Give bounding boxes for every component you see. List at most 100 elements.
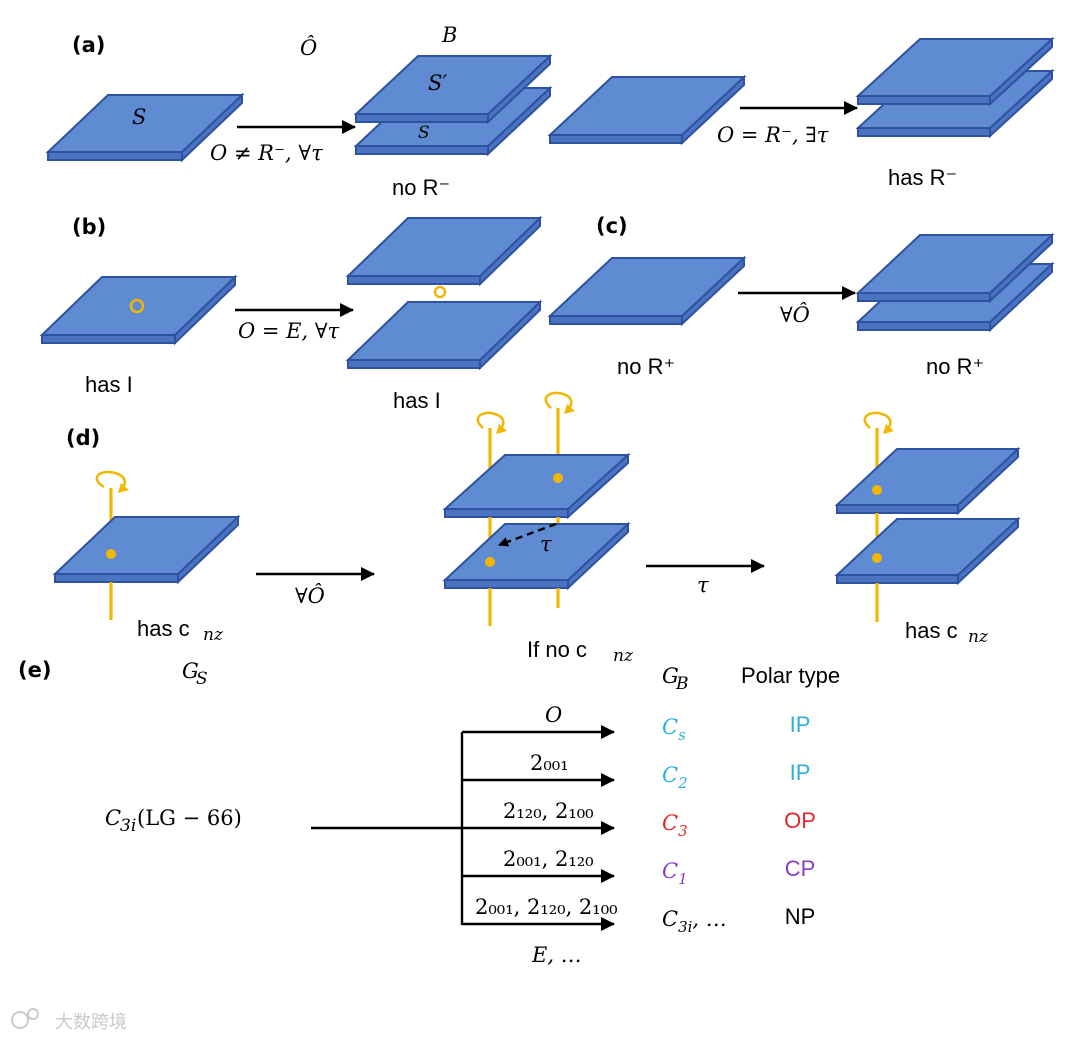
gb-header: G B	[662, 664, 689, 694]
bilayer-b-lower	[345, 299, 543, 371]
branch-operator-label: 2₀₀₁	[530, 751, 569, 775]
watermark-logo-dot-icon	[27, 1008, 39, 1020]
svg-text:has c: has c	[137, 616, 190, 641]
svg-text:If no c: If no c	[527, 637, 587, 662]
axis-r-point-upper	[872, 485, 882, 495]
layer-s-lower-label: S	[418, 123, 430, 143]
watermark-text: 大数跨境	[55, 1012, 127, 1033]
caption-d-left: has c nz	[137, 616, 224, 645]
caption-c-left: no R⁺	[617, 354, 675, 379]
watermark-logo-icon	[11, 1011, 29, 1029]
bilayer-b-upper	[345, 215, 543, 287]
polar-type-value: CP	[785, 856, 816, 881]
svg-text:nz: nz	[203, 625, 224, 645]
bilayer-d-right-upper	[834, 446, 1021, 516]
gs-header: G S	[182, 659, 208, 689]
bilayer-label: B	[441, 23, 457, 47]
bottom-label: E, …	[531, 943, 582, 967]
branch-group-label: C3i, …	[662, 907, 727, 936]
branch-operator-label: 2₀₀₁, 2₁₂₀, 2₁₀₀	[475, 895, 618, 919]
panel-d: (d) has c nz ∀Ô	[52, 391, 1021, 666]
bilayer-a-upper	[353, 53, 553, 125]
branch-operator-label: 2₀₀₁, 2₁₂₀	[503, 847, 594, 871]
layer-b-single	[39, 274, 238, 346]
caption-b-right: has I	[393, 388, 441, 413]
svg-text:B: B	[675, 674, 689, 694]
inversion-center-bilayer-icon	[433, 285, 447, 299]
branch-operator-label: O	[545, 703, 562, 727]
svg-text:G: G	[182, 659, 199, 683]
caption-has-r-minus: has R⁻	[888, 165, 957, 190]
layer-c-single	[547, 255, 747, 327]
watermark: 大数跨境	[11, 1008, 127, 1033]
panel-e: (e) G S G B Polar type C 3i (LG − 66) O C…	[18, 658, 840, 967]
branch-group-label: Cs	[662, 715, 686, 744]
caption-c-right: no R⁺	[926, 354, 984, 379]
svg-text:nz: nz	[613, 646, 634, 666]
layer-s-label: S	[132, 105, 146, 129]
arrow-b-text: O = E, ∀τ	[238, 319, 340, 343]
rotation-m1-icon	[476, 411, 505, 432]
rotation-arrowhead-icon	[118, 483, 129, 493]
rotation-r-icon	[863, 411, 892, 432]
arrow-a2-text: O = R⁻, ∃τ	[717, 123, 829, 147]
rotation-m1-arrowhead-icon	[496, 424, 507, 434]
axis-m2-point-upper	[553, 473, 563, 483]
arrow-d1-text: ∀Ô	[295, 583, 325, 608]
panel-c-label: (c)	[596, 214, 628, 238]
polar-type-value: NP	[785, 904, 816, 929]
panel-b-label: (b)	[72, 215, 106, 239]
operator-hat-label: Ô	[300, 35, 317, 60]
polar-type-value: OP	[784, 808, 816, 833]
svg-text:C: C	[105, 806, 121, 830]
layer-a-second	[547, 74, 747, 146]
rotation-r-arrowhead-icon	[883, 424, 894, 434]
axis-point	[106, 549, 116, 559]
bilayer-c-upper	[855, 232, 1055, 304]
axis-r-point-lower	[872, 553, 882, 563]
bilayer-a-right-upper	[855, 36, 1055, 107]
source-group-label: C 3i (LG − 66)	[105, 806, 242, 836]
panel-b: (b) has I O = E, ∀τ has I	[39, 215, 543, 413]
bilayer-d-right-lower	[834, 516, 1021, 586]
polar-type-value: IP	[790, 712, 811, 737]
rotation-m2-icon	[544, 391, 573, 412]
panel-a-label: (a)	[72, 33, 105, 57]
svg-text:S: S	[196, 669, 208, 689]
polar-type-value: IP	[790, 760, 811, 785]
arrow-a1-text: O ≠ R⁻, ∀τ	[210, 141, 323, 165]
branch-group-label: C3	[662, 811, 688, 840]
tau-label: τ	[540, 532, 552, 556]
rotation-m2-arrowhead-icon	[564, 404, 575, 414]
branch-group-label: C2	[662, 763, 688, 792]
bilayer-d-mid-upper	[442, 452, 631, 520]
caption-no-r-minus: no R⁻	[392, 175, 450, 200]
svg-text:has c: has c	[905, 618, 958, 643]
panel-e-label: (e)	[18, 658, 51, 682]
branch-operator-label: 2₁₂₀, 2₁₀₀	[503, 799, 594, 823]
caption-d-mid: If no c nz	[527, 637, 634, 666]
arrow-c-text: ∀Ô	[780, 302, 810, 327]
axis-m1-point-lower	[485, 557, 495, 567]
rotation-arrow-icon	[95, 470, 127, 491]
caption-b-left: has I	[85, 372, 133, 397]
translation-dashed-arrow	[498, 522, 557, 547]
panel-a: (a) Ô B S O ≠ R⁻, ∀τ S′ S no R⁻	[45, 23, 1055, 200]
layer-d-single	[52, 514, 241, 585]
panel-c: (c) no R⁺ ∀Ô no R⁺	[547, 214, 1055, 379]
bilayer-d-mid-lower	[442, 521, 631, 591]
inversion-center-icon	[129, 298, 145, 314]
panel-d-label: (d)	[66, 426, 100, 450]
caption-d-right: has c nz	[905, 618, 989, 647]
polar-type-header: Polar type	[741, 663, 840, 688]
svg-text:nz: nz	[968, 627, 989, 647]
layer-s-prime-label: S′	[428, 71, 447, 95]
arrow-d2-text: τ	[697, 573, 709, 597]
svg-text:(LG − 66): (LG − 66)	[137, 806, 242, 830]
svg-text:3i: 3i	[120, 816, 136, 836]
svg-text:G: G	[662, 664, 679, 688]
layer-s-single	[45, 92, 245, 163]
branch-group-label: C1	[662, 859, 688, 888]
